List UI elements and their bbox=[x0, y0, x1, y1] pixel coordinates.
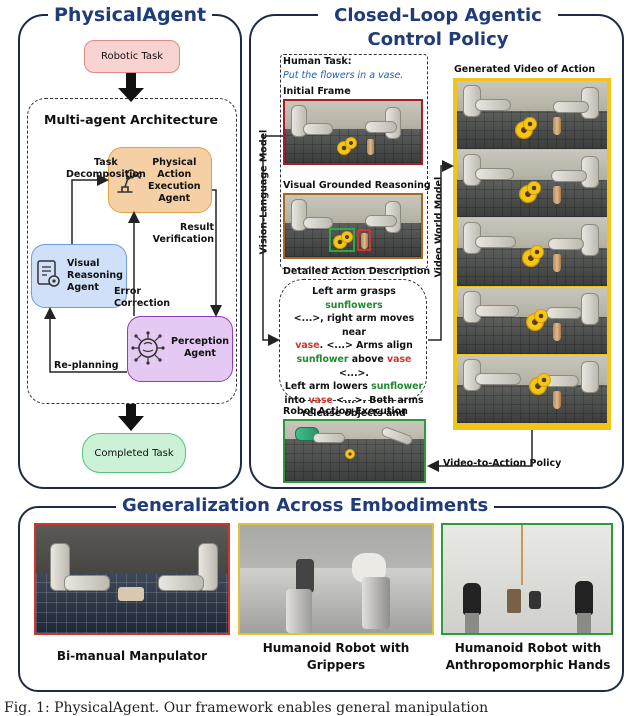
initial-frame-label: Initial Frame bbox=[283, 86, 351, 97]
generated-video-label: Generated Video of Action bbox=[454, 64, 596, 75]
robotic-task-label: Robotic Task bbox=[100, 51, 164, 62]
physical-agent-title: PhysicalAgent bbox=[48, 4, 213, 26]
human-task-label: Human Task: bbox=[283, 56, 352, 67]
humanoid-grippers-caption: Humanoid Robot with Grippers bbox=[262, 641, 410, 672]
bimanual-manipulator-caption: Bi-manual Manpulator bbox=[56, 649, 208, 663]
robotic-task-box: Robotic Task bbox=[84, 40, 180, 73]
re-planning-label: Re-planning bbox=[54, 360, 119, 371]
action-description-line: Left arm lowers sunflower bbox=[284, 381, 424, 393]
humanoid-hands-caption: Humanoid Robot with Anthropomorphic Hand… bbox=[445, 641, 611, 672]
brain-network-icon bbox=[131, 331, 165, 365]
result-verification-label: Result Verification bbox=[152, 222, 214, 245]
action-description-line: into vase <...>. Both arms bbox=[284, 394, 424, 406]
figure-caption: Fig. 1: PhysicalAgent. Our framework ena… bbox=[4, 700, 489, 716]
generated-video-frame bbox=[457, 81, 607, 149]
physical-agent-arrows bbox=[44, 73, 222, 431]
video-to-action-label: Video-to-Action Policy bbox=[443, 458, 562, 469]
closed-loop-title: Closed-Loop Agentic Control Policy bbox=[318, 4, 558, 52]
initial-frame-image bbox=[283, 99, 423, 165]
visual-reasoning-agent-label: Visual Reasoning Agent bbox=[67, 258, 123, 293]
document-gear-icon bbox=[37, 260, 60, 287]
completed-task-box: Completed Task bbox=[82, 433, 186, 473]
robot-action-execution-label: Robot Action Execution bbox=[283, 406, 408, 417]
physical-action-agent-label: Physical Action Execution Agent bbox=[148, 157, 201, 204]
humanoid-hands-image bbox=[441, 523, 613, 635]
generated-video-frame bbox=[457, 149, 607, 217]
perception-agent-label: Perception Agent bbox=[171, 336, 230, 359]
visual-grounded-reasoning-label: Visual Grounded Reasoning bbox=[283, 180, 431, 191]
detailed-action-description-label: Detailed Action Description bbox=[283, 266, 431, 277]
bimanual-manipulator-image bbox=[34, 523, 230, 635]
architecture-title: Multi-agent Architecture bbox=[44, 112, 218, 127]
generated-video-frame bbox=[457, 355, 607, 423]
completed-task-label: Completed Task bbox=[94, 447, 174, 459]
robot-arm-icon bbox=[117, 169, 141, 193]
robot-action-execution-image bbox=[283, 419, 426, 483]
vase-bounding-box bbox=[357, 229, 371, 251]
perception-agent bbox=[127, 316, 233, 382]
error-correction-label: Error Correction bbox=[114, 286, 171, 309]
visual-reasoning-agent bbox=[31, 244, 127, 308]
action-description-line: <...>, right arm moves near bbox=[293, 313, 415, 338]
action-description-line: Left arm grasps sunflowers bbox=[312, 286, 396, 311]
generalization-title: Generalization Across Embodiments bbox=[116, 495, 495, 516]
closed-loop-arrows bbox=[262, 135, 533, 472]
grounded-reasoning-image bbox=[283, 193, 423, 259]
humanoid-grippers-image bbox=[238, 523, 434, 635]
sunflower-bounding-box bbox=[329, 228, 355, 252]
vlm-input-box bbox=[280, 54, 428, 269]
action-description-line: vase. <...> Arms align bbox=[295, 340, 413, 352]
physical-action-execution-agent bbox=[108, 147, 212, 213]
generated-video-frame bbox=[457, 218, 607, 286]
human-task-text: Put the flowers in a vase. bbox=[283, 70, 404, 81]
generated-video-frame bbox=[457, 286, 607, 354]
action-description-line: sunflower above vase <...>. bbox=[296, 353, 412, 379]
